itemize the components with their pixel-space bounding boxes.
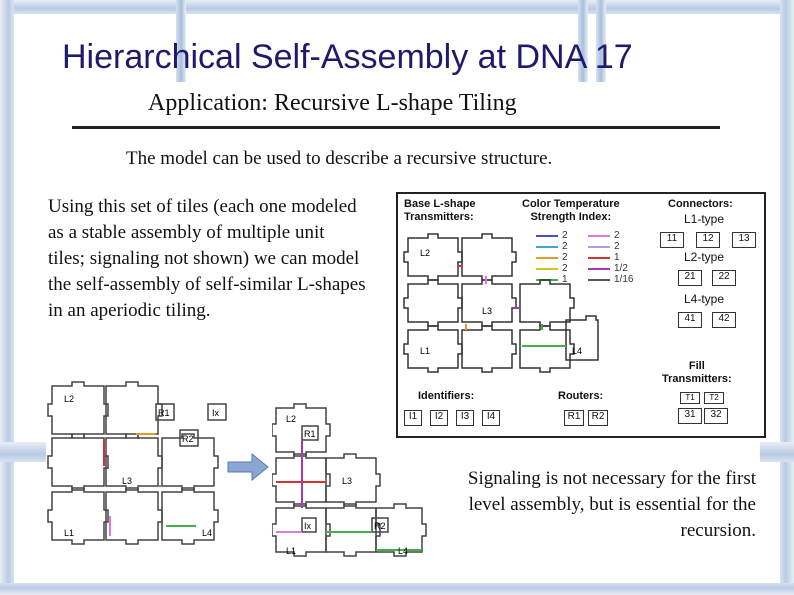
shape-label: L3 — [482, 306, 492, 316]
frame-top — [0, 0, 794, 14]
legend-swatch — [536, 246, 558, 248]
tile-label: L3 — [342, 476, 352, 486]
color-temperature-header: Color Temperature Strength Index: — [522, 198, 620, 223]
scattered-tiles-diagram: L2 R1 Ix R2 L3 L1 L4 — [47, 381, 227, 545]
slide-title: Hierarchical Self-Assembly at DNA 17 — [62, 38, 633, 76]
assembly-arrow-icon — [227, 452, 269, 482]
identifier-box: I2 — [430, 410, 448, 426]
legend-value: 2 — [614, 241, 620, 252]
frame-bar — [176, 0, 186, 100]
legend-swatch — [536, 268, 558, 270]
frame-left — [0, 0, 14, 595]
shape-label: L2 — [420, 248, 430, 258]
legend-value: 2 — [562, 230, 568, 241]
assembled-lshape-diagram: L2 R1 L3 Ix R2 L1 L4 — [272, 403, 427, 557]
slide-subtitle: Application: Recursive L-shape Tiling — [148, 90, 517, 116]
fill-box: T2 — [704, 392, 724, 404]
connector-box: 21 — [678, 270, 702, 286]
legend-swatch — [588, 246, 610, 248]
identifier-box: I1 — [404, 410, 422, 426]
tile-set-panel: Base L-shape Transmitters: Color Tempera… — [396, 192, 766, 438]
connector-box: 11 — [660, 232, 684, 248]
divider-rule — [72, 126, 720, 129]
tile-label: R1 — [158, 408, 170, 418]
l1-type-label: L1-type — [684, 212, 725, 226]
legend-value: 1 — [562, 274, 568, 285]
tile-label: L2 — [286, 414, 296, 424]
connector-box: 42 — [712, 312, 736, 328]
frame-divider-left — [0, 442, 48, 462]
tile-label: L2 — [64, 394, 74, 404]
tile-label: Ix — [212, 408, 220, 418]
tile-label: L3 — [122, 476, 132, 486]
legend-swatch — [588, 257, 610, 259]
router-box: R2 — [588, 410, 608, 426]
frame-bar — [596, 0, 606, 100]
identifier-box: I3 — [456, 410, 474, 426]
tile-label: R1 — [304, 429, 316, 439]
fill-box: 31 — [678, 408, 702, 424]
tile-label: L1 — [64, 528, 74, 538]
base-lshape-diagram: L2 L3 L1 L4 — [403, 233, 599, 373]
connector-box: 41 — [678, 312, 702, 328]
left-paragraph: Using this set of tiles (each one modele… — [48, 196, 366, 321]
legend-swatch — [588, 235, 610, 237]
tile-label: R2 — [374, 521, 386, 531]
connector-box: 22 — [712, 270, 736, 286]
tile-label: L4 — [202, 528, 212, 538]
legend-swatch — [588, 279, 610, 281]
connector-box: 13 — [732, 232, 756, 248]
model-description: The model can be used to describe a recu… — [126, 148, 553, 169]
fill-transmitters-header: Fill Transmitters: — [662, 360, 732, 385]
tile-label: L1 — [286, 546, 296, 556]
legend-value: 1/16 — [614, 274, 634, 285]
tile-label: Ix — [304, 521, 312, 531]
frame-right — [780, 0, 794, 595]
slide-content: Application: Recursive L-shape Tiling Th… — [46, 82, 766, 562]
identifiers-header: Identifiers: — [418, 390, 475, 402]
connectors-header: Connectors: — [668, 198, 733, 210]
frame-bar — [578, 0, 588, 100]
legend-value: 2 — [614, 230, 620, 241]
connector-box: 12 — [696, 232, 720, 248]
legend-value: 2 — [562, 263, 568, 274]
right-paragraph: Signaling is not necessary for the first… — [467, 468, 756, 541]
frame-bottom — [0, 583, 794, 595]
router-box: R1 — [564, 410, 584, 426]
tile-label: L4 — [398, 546, 408, 556]
l4-type-label: L4-type — [684, 292, 725, 306]
fill-box: T1 — [680, 392, 700, 404]
legend-swatch — [536, 257, 558, 259]
fill-box: 32 — [704, 408, 728, 424]
shape-label: L1 — [420, 346, 430, 356]
routers-header: Routers: — [558, 390, 604, 402]
frame-divider-right — [754, 442, 794, 462]
legend-value: 2 — [562, 252, 568, 263]
legend-swatch — [588, 268, 610, 270]
legend-value: 1 — [614, 252, 620, 263]
identifier-box: I4 — [482, 410, 500, 426]
tile-label: R2 — [182, 434, 194, 444]
base-lshape-header: Base L-shape Transmitters: — [404, 198, 476, 223]
legend-swatch — [536, 235, 558, 237]
shape-label: L4 — [572, 346, 582, 356]
legend-value: 2 — [562, 241, 568, 252]
legend-value: 1/2 — [614, 263, 628, 274]
l2-type-label: L2-type — [684, 250, 725, 264]
